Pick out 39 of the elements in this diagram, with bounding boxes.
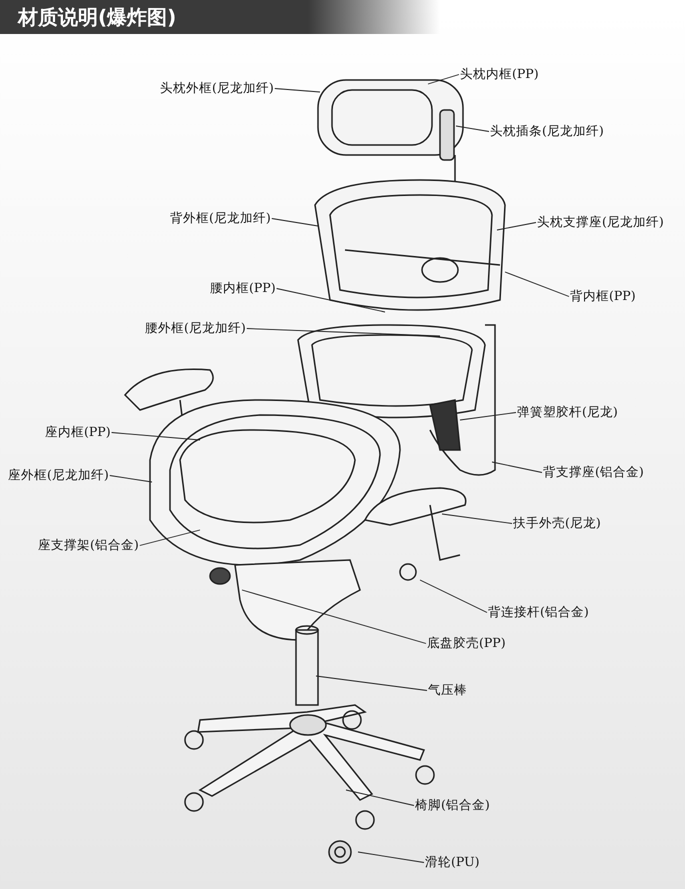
part-label: 头枕支撑座(尼龙加纤) [537,214,664,231]
leader-line [504,272,570,297]
leader-line [242,590,426,644]
leader-line [428,74,460,84]
part-label: 头枕插条(尼龙加纤) [490,123,604,140]
part-label: 气压棒 [428,682,467,699]
part-label: 滑轮(PU) [425,854,480,871]
leader-line [420,580,488,613]
leader-line [456,126,490,132]
part-label: 腰外框(尼龙加纤) [145,320,246,337]
leader-line [111,432,200,440]
leader-line [358,852,424,863]
leader-line [496,222,536,230]
part-label: 扶手外壳(尼龙) [513,515,601,532]
leader-line [316,676,428,691]
part-label: 椅脚(铝合金) [415,797,490,814]
leader-line [139,530,200,546]
leader-line [346,790,414,806]
part-label: 座支撑架(铝合金) [38,537,139,554]
part-label: 弹簧塑胶杆(尼龙) [517,404,618,421]
leader-line [442,514,512,524]
part-label: 背连接杆(铝合金) [488,604,589,621]
title-banner: 材质说明(爆炸图) [0,0,440,34]
part-label: 腰内框(PP) [210,280,276,297]
leader-line [246,328,440,336]
part-label: 座外框(尼龙加纤) [8,467,109,484]
leader-line [276,288,386,312]
leader-line [271,218,318,226]
part-label: 底盘胶壳(PP) [427,635,506,652]
leader-line [109,475,152,482]
part-label: 背支撑座(铝合金) [543,464,644,481]
part-label: 头枕外框(尼龙加纤) [160,80,274,97]
leader-line [492,462,542,473]
part-label: 背内框(PP) [570,288,636,305]
part-label: 背外框(尼龙加纤) [170,210,271,227]
leader-line [274,88,320,92]
leader-line [460,412,516,420]
part-label: 头枕内框(PP) [460,66,539,83]
part-label: 座内框(PP) [45,424,111,441]
